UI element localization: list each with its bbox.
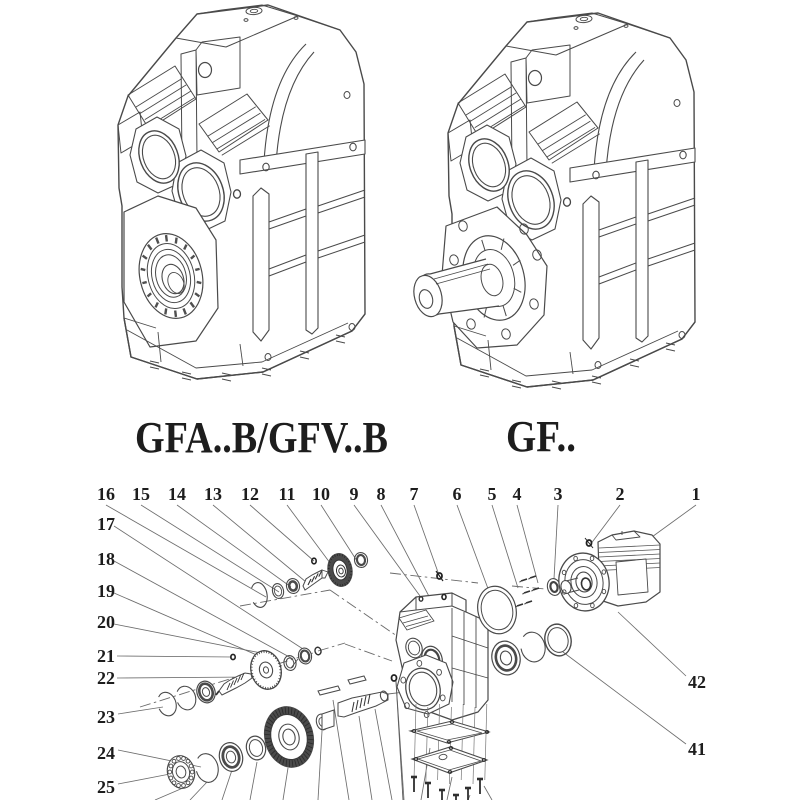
svg-text:23: 23 bbox=[97, 707, 115, 727]
svg-text:16: 16 bbox=[97, 484, 115, 504]
svg-text:10: 10 bbox=[312, 484, 330, 504]
svg-text:7: 7 bbox=[410, 484, 419, 504]
svg-text:9: 9 bbox=[350, 484, 359, 504]
svg-text:24: 24 bbox=[97, 743, 115, 763]
svg-text:21: 21 bbox=[97, 646, 115, 666]
svg-text:3: 3 bbox=[554, 484, 563, 504]
svg-text:GF..: GF.. bbox=[506, 412, 576, 461]
svg-text:19: 19 bbox=[97, 581, 115, 601]
svg-text:6: 6 bbox=[453, 484, 462, 504]
svg-text:25: 25 bbox=[97, 777, 115, 797]
svg-text:17: 17 bbox=[97, 514, 115, 534]
svg-text:12: 12 bbox=[241, 484, 259, 504]
svg-text:4: 4 bbox=[513, 484, 522, 504]
svg-text:13: 13 bbox=[204, 484, 222, 504]
svg-text:5: 5 bbox=[488, 484, 497, 504]
svg-text:42: 42 bbox=[688, 672, 706, 692]
svg-text:11: 11 bbox=[278, 484, 295, 504]
svg-text:41: 41 bbox=[688, 739, 706, 759]
svg-text:22: 22 bbox=[97, 668, 115, 688]
svg-text:20: 20 bbox=[97, 612, 115, 632]
svg-text:2: 2 bbox=[616, 484, 625, 504]
svg-text:18: 18 bbox=[97, 549, 115, 569]
svg-text:1: 1 bbox=[692, 484, 701, 504]
svg-text:14: 14 bbox=[168, 484, 186, 504]
svg-text:15: 15 bbox=[132, 484, 150, 504]
svg-text:GFA..B/GFV..B: GFA..B/GFV..B bbox=[135, 413, 388, 462]
svg-text:8: 8 bbox=[377, 484, 386, 504]
